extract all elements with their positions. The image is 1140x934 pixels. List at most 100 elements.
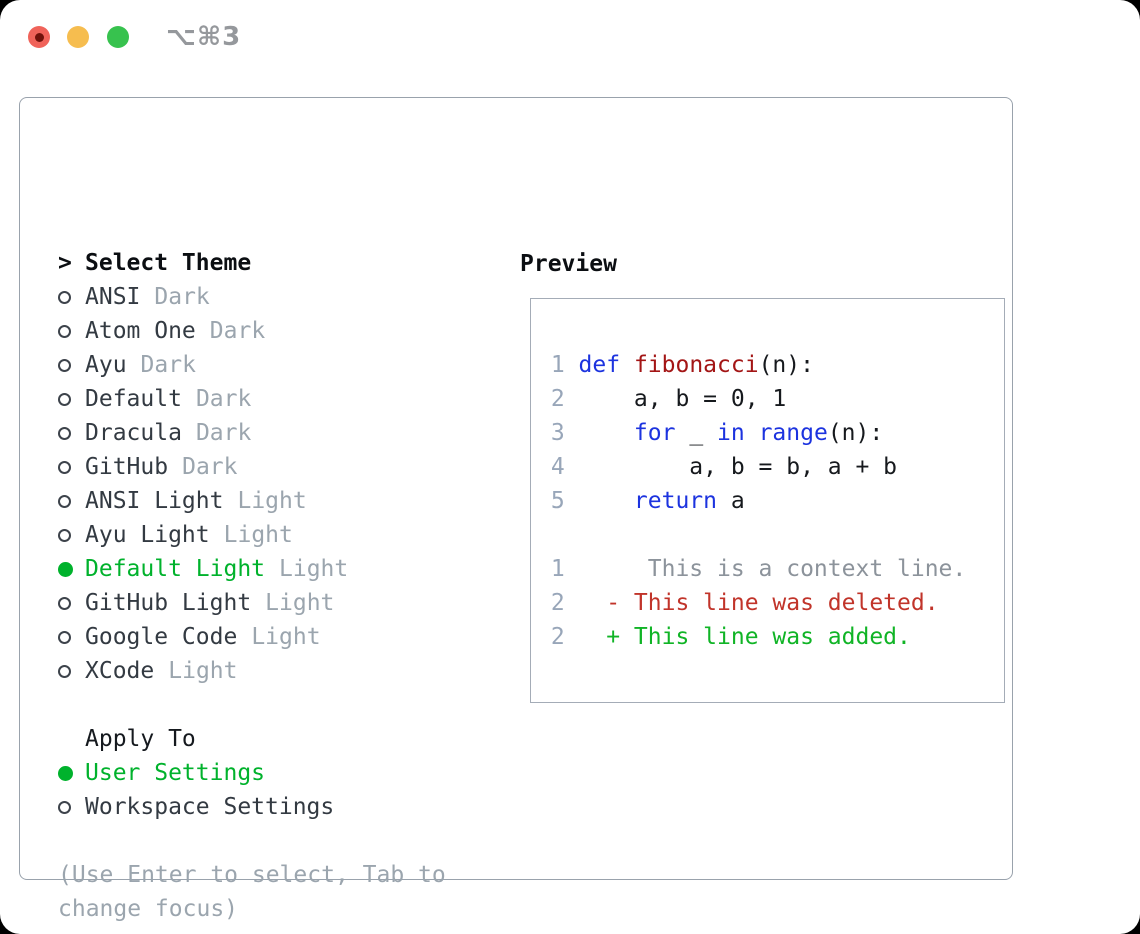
code-segment: - This line was deleted. [578,590,939,616]
theme-variant: Light [223,522,293,548]
preview-title: Preview [520,251,617,277]
close-dot-icon [35,33,44,42]
radio-unselected-icon [58,494,71,508]
theme-name: Google Code [85,624,238,650]
radio-unselected-icon [58,392,71,406]
preview-line-code: 4 a, b = b, a + b [537,450,1004,484]
line-number: 2 [550,590,565,616]
line-number: 1 [550,352,565,378]
theme-option[interactable]: Atom One Dark [58,314,446,348]
cursor-icon: > [58,250,72,276]
code-segment: def [578,352,621,378]
theme-name: Default [85,386,182,412]
apply-to-header: Apply To [58,722,446,756]
apply-to-title: Apply To [85,726,196,752]
theme-name: Dracula [85,420,182,446]
theme-option[interactable]: Google Code Light [58,620,446,654]
code-segment: _ [675,420,718,446]
marker-cell [58,324,85,338]
minimize-button[interactable] [67,26,89,48]
radio-unselected-icon [58,460,71,474]
code-segment: for [633,420,676,446]
theme-variant: Dark [209,318,266,344]
theme-option[interactable]: ANSI Light Light [58,484,446,518]
marker-cell [58,460,85,474]
theme-name: ANSI Light [85,488,224,514]
apply-to-option[interactable]: Workspace Settings [58,790,446,824]
select-theme-title: Select Theme [85,250,252,276]
theme-option[interactable]: GitHub Light Light [58,586,446,620]
theme-name: GitHub [85,454,169,480]
theme-variant: Dark [154,284,210,310]
theme-option[interactable]: Ayu Light Light [58,518,446,552]
marker-cell [58,596,85,610]
apply-to-option[interactable]: User Settings [58,756,446,790]
code-segment: a, b = b, a + b [578,454,898,480]
spacer [58,688,446,722]
marker-cell [58,765,85,781]
line-number: 4 [550,454,565,480]
radio-unselected-icon [58,630,71,644]
theme-option[interactable]: ANSI Dark [58,280,446,314]
code-segment: + This line was added. [578,624,911,650]
spacer [58,824,446,858]
theme-option[interactable]: Default Dark [58,382,446,416]
marker-cell [58,561,85,577]
preview-line-blank [537,518,1004,552]
preview-line-added: 2 + This line was added. [537,620,1004,654]
theme-variant: Light [265,590,335,616]
zoom-button[interactable] [107,26,129,48]
theme-variant: Dark [182,454,238,480]
code-segment [620,352,634,378]
theme-name: GitHub Light [85,590,252,616]
marker-cell [58,800,85,814]
hint-text: (Use Enter to select, Tab to change focus… [58,858,446,926]
theme-name: Ayu [85,352,127,378]
theme-name: Atom One [85,318,196,344]
hint-line: change focus) [58,896,239,922]
code-segment: fibonacci [633,352,759,378]
select-theme-header: > Select Theme [58,246,446,280]
radio-unselected-icon [58,290,71,304]
radio-unselected-icon [58,426,71,440]
preview-line-deleted: 2 - This line was deleted. [537,586,1004,620]
marker-cell [58,494,85,508]
close-button[interactable] [28,26,50,48]
radio-unselected-icon [58,358,71,372]
line-number: 2 [550,624,565,650]
theme-option[interactable]: GitHub Dark [58,450,446,484]
apply-to-name: User Settings [85,760,266,786]
preview-line-code: 2 a, b = 0, 1 [537,382,1004,416]
theme-variant: Light [237,488,307,514]
theme-name: Ayu Light [85,522,210,548]
code-segment: (n): [827,420,884,446]
window-title: ⌥⌘3 [166,22,242,52]
hint-line: (Use Enter to select, Tab to [58,862,446,888]
marker-cell [58,426,85,440]
marker-cell [58,290,85,304]
theme-name: ANSI [85,284,141,310]
marker-cell [58,392,85,406]
line-number: 5 [550,488,565,514]
radio-selected-icon [58,561,73,577]
theme-variant: Light [168,658,238,684]
apply-to-name: Workspace Settings [85,794,335,820]
radio-unselected-icon [58,664,71,678]
line-number: 1 [550,556,565,582]
preview-line-code: 3 for _ in range(n): [537,416,1004,450]
line-number: 3 [550,420,565,446]
code-segment [745,420,759,446]
theme-variant: Dark [195,386,252,412]
theme-variant: Light [251,624,321,650]
